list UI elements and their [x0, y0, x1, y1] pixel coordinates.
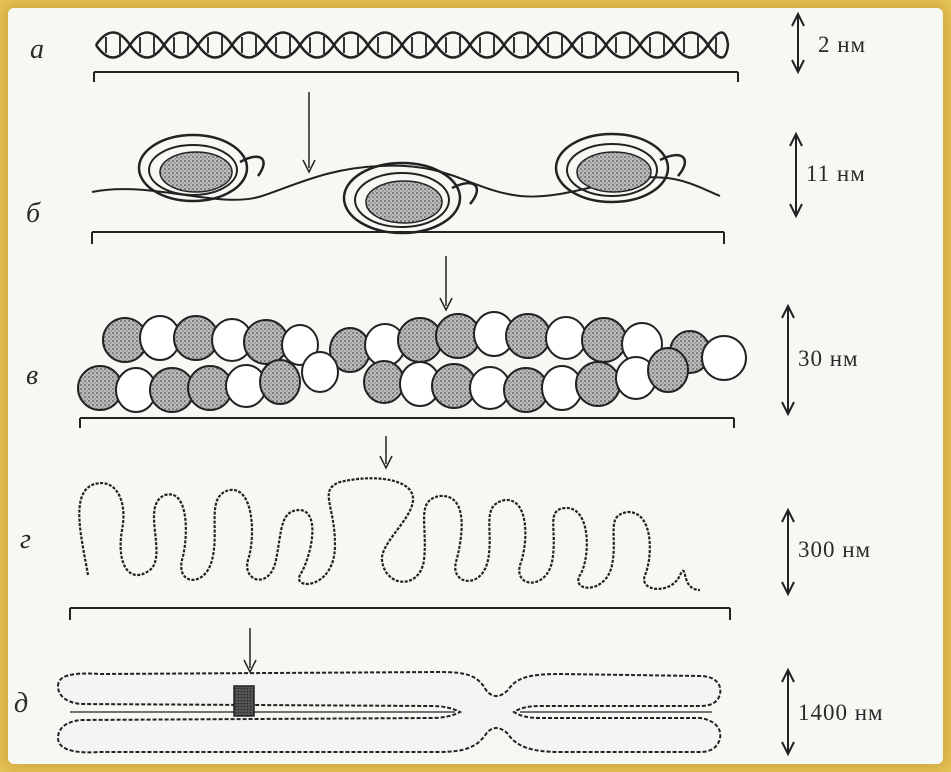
stage-a-bracket [94, 72, 738, 82]
stage-e: д 1400 нм [14, 670, 884, 754]
scale-label-2nm: 2 нм [818, 32, 866, 57]
nucleosome [344, 163, 477, 233]
scale-label-11nm: 11 нм [806, 161, 866, 186]
chromosome-band [234, 686, 254, 716]
stage-a-letter: а [30, 34, 44, 65]
scale-label-30nm: 30 нм [798, 346, 859, 371]
scale-bar-2nm [792, 14, 804, 72]
stage-c-bracket [80, 418, 734, 428]
scale-label-300nm: 300 нм [798, 537, 871, 562]
stage-b-letter: б [26, 198, 41, 229]
looped-chromatin-fiber [79, 478, 700, 590]
diagram-frame: а [8, 8, 943, 764]
stage-d-letter: г [20, 524, 31, 555]
scale-label-1400nm: 1400 нм [798, 700, 884, 725]
metaphase-chromosome [58, 672, 720, 752]
scale-bar-30nm [782, 306, 794, 414]
stage-c: в [26, 306, 859, 468]
stage-a: а [30, 14, 866, 172]
stage-d: г 300 нм [20, 478, 871, 672]
chromatin-packing-diagram: а [8, 8, 943, 764]
scale-bar-300nm [782, 510, 794, 594]
scale-bar-1400nm [782, 670, 794, 754]
scale-bar-11nm [790, 134, 802, 216]
stage-c-letter: в [26, 360, 38, 391]
solenoid-fiber [78, 312, 746, 412]
stage-d-bracket [70, 608, 730, 620]
stage-b: б 11 нм [26, 134, 866, 310]
stage-e-letter: д [14, 688, 28, 719]
dna-double-helix [96, 33, 728, 58]
